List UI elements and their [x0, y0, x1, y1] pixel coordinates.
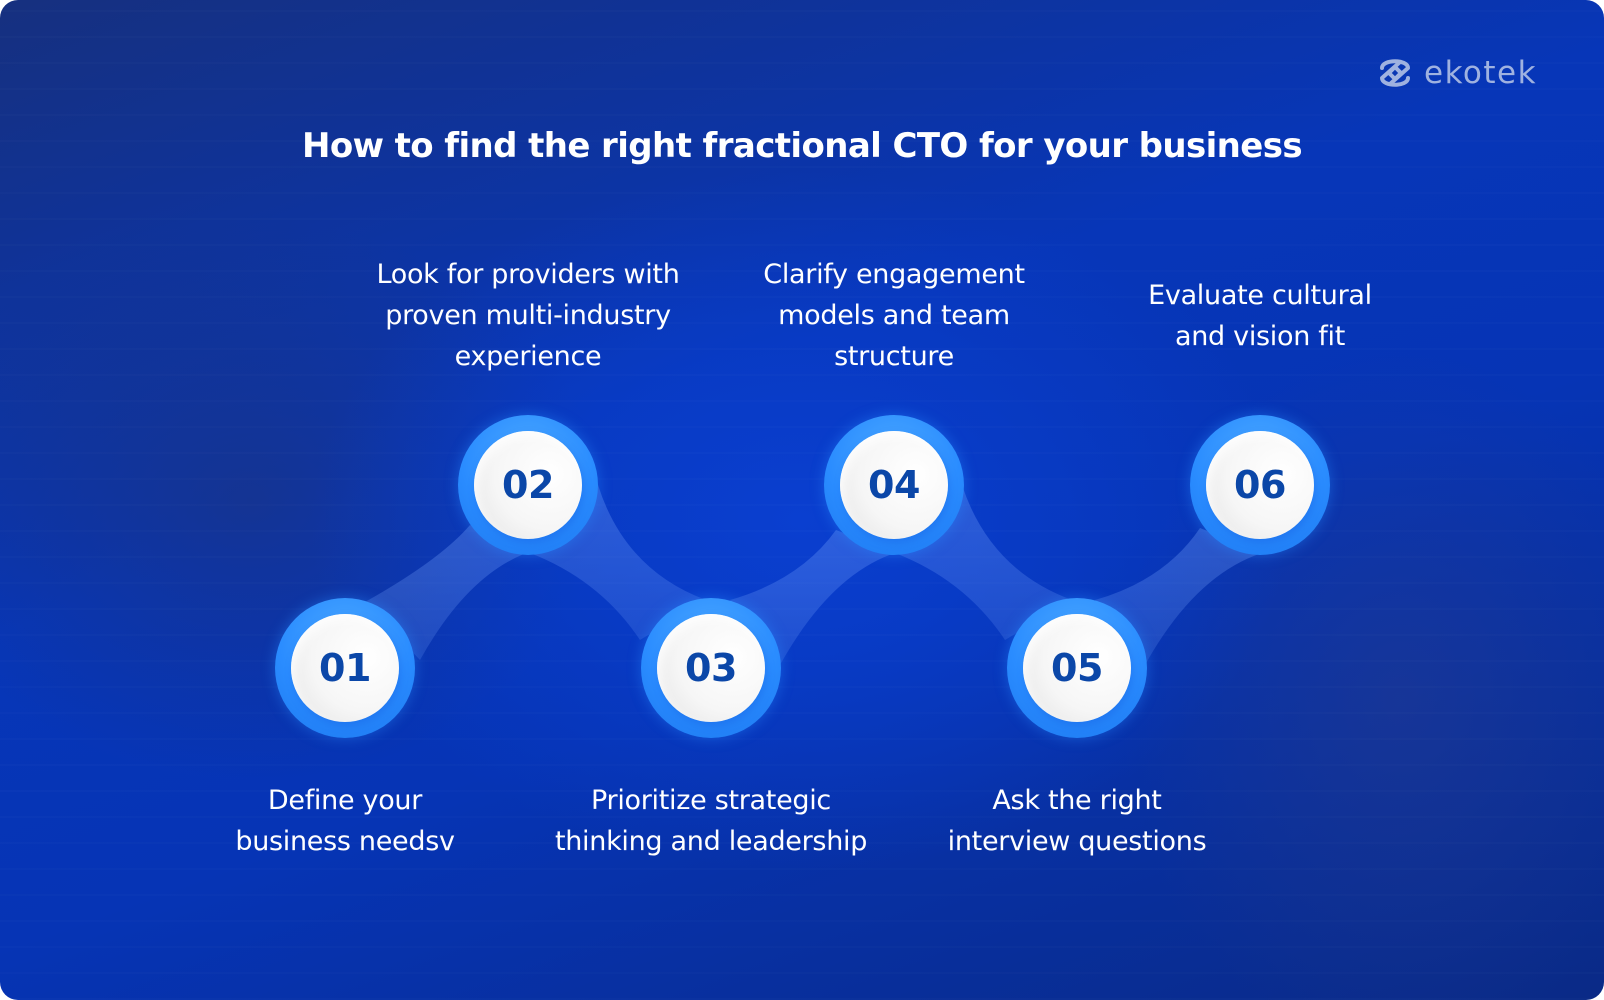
step-03-inner: 03: [657, 614, 765, 722]
step-03-circle: 03: [641, 598, 781, 738]
step-02-label: Look for providers with proven multi-ind…: [376, 259, 680, 372]
step-06-number: 06: [1234, 463, 1286, 507]
ekotek-logo-icon: [1380, 59, 1410, 87]
step-06-label: Evaluate cultural and vision fit: [1148, 280, 1372, 352]
step-01-inner: 01: [291, 614, 399, 722]
step-02-inner: 02: [474, 431, 582, 539]
step-03-number: 03: [685, 646, 737, 690]
step-04-inner: 04: [840, 431, 948, 539]
step-02-number: 02: [502, 463, 554, 507]
connector-03-04: [730, 530, 895, 665]
step-01-label: Define your business needsv: [235, 785, 455, 857]
step-04-label: Clarify engagement models and team struc…: [763, 259, 1025, 372]
step-03-label: Prioritize strategic thinking and leader…: [554, 785, 868, 857]
step-04-number: 04: [868, 463, 920, 507]
step-05-label: Ask the right interview questions: [947, 785, 1207, 857]
step-01-number: 01: [319, 646, 371, 690]
step-04-circle: 04: [824, 415, 964, 555]
brand-name: ekotek: [1424, 55, 1538, 91]
step-05-circle: 05: [1007, 598, 1147, 738]
step-06-inner: 06: [1206, 431, 1314, 539]
step-05-number: 05: [1051, 646, 1103, 690]
step-02-circle: 02: [458, 415, 598, 555]
step-05-inner: 05: [1023, 614, 1131, 722]
brand-logo: ekotek: [1374, 50, 1537, 96]
step-06-circle: 06: [1190, 415, 1330, 555]
connector-01-02: [365, 525, 535, 660]
page-title: How to find the right fractional CTO for…: [301, 126, 1303, 166]
step-01-circle: 01: [275, 598, 415, 738]
